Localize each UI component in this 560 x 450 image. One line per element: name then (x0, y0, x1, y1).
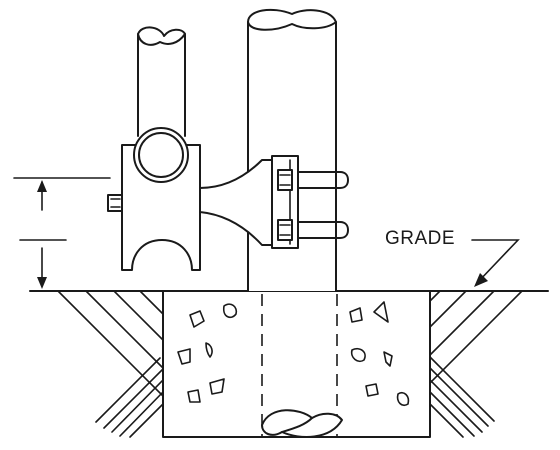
pole-bottom-break (261, 409, 343, 438)
pole-top-break (247, 8, 337, 31)
soil-hatch-right (429, 290, 523, 438)
soil-hatch-left (30, 290, 164, 438)
height-dimension (13, 177, 111, 289)
u-bolt-upper (297, 171, 349, 189)
u-bolt-lower (297, 221, 349, 239)
upper-pipe (137, 26, 186, 137)
pole-clamp (271, 155, 349, 249)
pipe-saddle-bracket (107, 127, 281, 271)
grade-leader-arrow (471, 239, 520, 287)
aggregate-stones (177, 301, 410, 407)
pipe-section (133, 127, 189, 183)
side-bolt (107, 194, 123, 212)
upper-pipe-break (137, 26, 186, 46)
grade-label: GRADE (385, 228, 455, 249)
